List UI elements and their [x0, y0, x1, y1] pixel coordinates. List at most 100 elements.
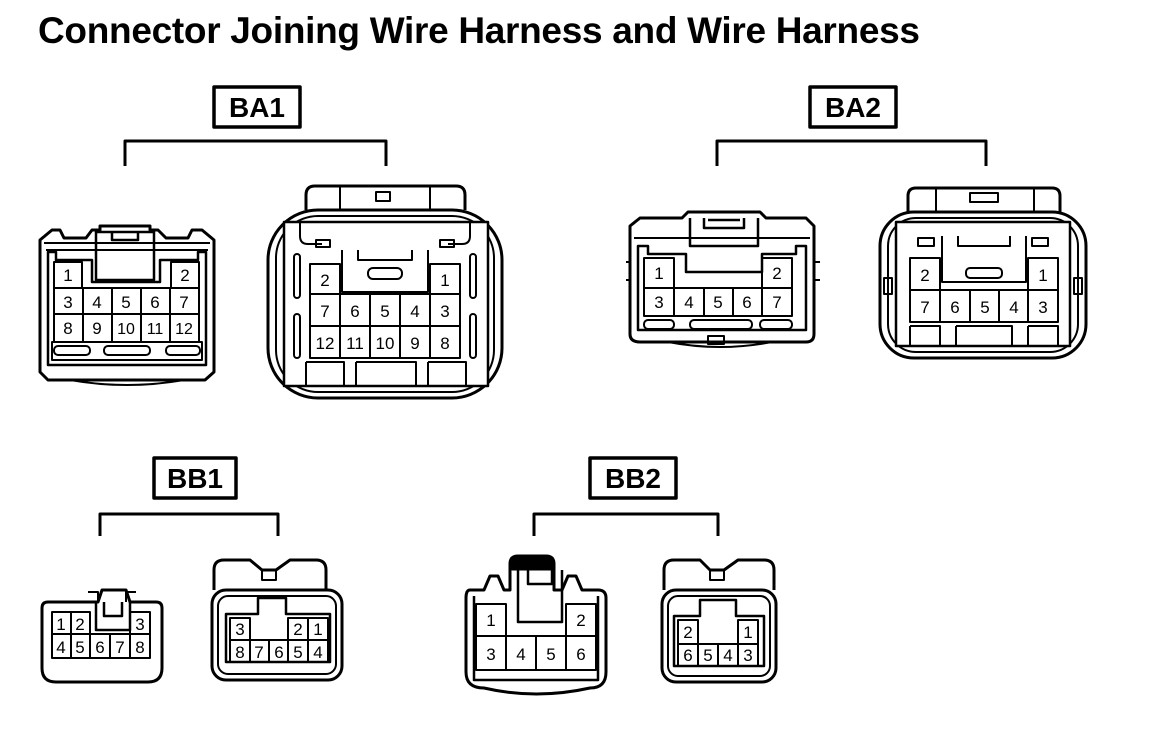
pin: 4 — [516, 645, 525, 664]
pin: 4 — [92, 293, 101, 312]
pin: 2 — [180, 266, 189, 285]
bb2-label: BB2 — [605, 463, 661, 494]
bb1-bracket — [98, 512, 280, 536]
pin: 6 — [95, 638, 104, 657]
pin: 6 — [350, 302, 359, 321]
pin: 4 — [313, 643, 322, 662]
pin: 3 — [63, 293, 72, 312]
pin: 1 — [654, 264, 663, 283]
group-bb2: BB2 1 2 3 4 5 6 2 1 6 — [464, 456, 778, 696]
ba1-left-pins: 1 2 3 4 5 6 7 8 9 10 11 12 — [63, 266, 193, 338]
pin: 6 — [274, 643, 283, 662]
bb1-label: BB1 — [167, 463, 223, 494]
group-ba1: BA1 1 2 3 4 5 6 7 8 9 10 11 12 — [38, 85, 504, 400]
bb1-left-connector — [40, 588, 164, 684]
bb2-left-pins: 1 2 3 4 5 6 — [486, 611, 585, 664]
pin: 9 — [410, 334, 419, 353]
pin: 7 — [772, 293, 781, 312]
pin: 1 — [313, 620, 322, 639]
ba2-left-connector — [626, 210, 820, 348]
pin: 1 — [743, 623, 752, 642]
pin: 3 — [486, 645, 495, 664]
pin: 2 — [772, 264, 781, 283]
pin: 3 — [743, 646, 752, 665]
pin: 10 — [376, 334, 395, 353]
pin: 7 — [179, 293, 188, 312]
pin: 6 — [683, 646, 692, 665]
ba1-bracket — [123, 139, 388, 166]
bb1-left-pins: 1 2 3 4 5 6 7 8 — [56, 615, 144, 657]
ba2-right-connector — [878, 186, 1088, 360]
ba1-label-box — [212, 85, 302, 129]
pin: 5 — [293, 643, 302, 662]
pin: 5 — [546, 645, 555, 664]
pin: 4 — [1009, 298, 1018, 317]
page-title: Connector Joining Wire Harness and Wire … — [38, 10, 920, 51]
ba2-left-pins: 1 2 3 4 5 6 7 — [654, 264, 781, 312]
group-ba2: BA2 1 2 3 4 5 6 7 — [626, 85, 1088, 360]
bb2-label-box — [588, 456, 678, 500]
pin: 1 — [63, 266, 72, 285]
pin: 12 — [175, 321, 193, 338]
ba2-label-box — [808, 85, 898, 129]
pin: 2 — [320, 271, 329, 290]
ba1-label: BA1 — [229, 92, 285, 123]
pin: 11 — [346, 334, 364, 353]
pin: 7 — [115, 638, 124, 657]
pin: 4 — [723, 646, 732, 665]
pin: 6 — [576, 645, 585, 664]
pin: 2 — [683, 623, 692, 642]
pin: 5 — [703, 646, 712, 665]
pin: 3 — [135, 615, 144, 634]
pin: 11 — [147, 321, 164, 338]
group-bb1: BB1 1 2 3 4 5 6 7 8 — [40, 456, 344, 684]
pin: 2 — [576, 611, 585, 630]
pin: 3 — [654, 293, 663, 312]
pin: 8 — [440, 334, 449, 353]
bb1-right-pins: 3 2 1 8 7 6 5 4 — [235, 620, 322, 662]
pin: 1 — [440, 271, 449, 290]
pin: 7 — [920, 298, 929, 317]
pin: 4 — [684, 293, 693, 312]
ba2-right-pins: 2 1 7 6 5 4 3 — [920, 266, 1047, 317]
pin: 6 — [950, 298, 959, 317]
ba1-left-connector — [38, 224, 216, 386]
pin: 1 — [56, 615, 65, 634]
ba2-bracket — [715, 139, 988, 166]
pin: 2 — [293, 620, 302, 639]
pin: 3 — [440, 302, 449, 321]
bb1-right-connector — [210, 558, 344, 682]
pin: 5 — [121, 293, 130, 312]
pin: 8 — [235, 643, 244, 662]
bb2-left-connector — [464, 554, 608, 696]
pin: 12 — [316, 334, 335, 353]
ba1-right-pins: 2 1 7 6 5 4 3 12 11 10 9 8 — [316, 271, 450, 353]
ba1-right-connector — [266, 184, 504, 400]
bb1-label-box — [152, 456, 238, 500]
pin: 3 — [1038, 298, 1047, 317]
pin: 1 — [486, 611, 495, 630]
pin: 8 — [135, 638, 144, 657]
pin: 4 — [410, 302, 419, 321]
pin: 6 — [150, 293, 159, 312]
ba2-label: BA2 — [825, 92, 881, 123]
bb2-right-pins: 2 1 6 5 4 3 — [683, 623, 752, 665]
pin: 9 — [92, 319, 101, 338]
pin: 10 — [117, 321, 135, 338]
pin: 5 — [75, 638, 84, 657]
pin: 1 — [1038, 266, 1047, 285]
pin: 6 — [742, 293, 751, 312]
bb2-right-connector — [660, 558, 778, 684]
pin: 3 — [235, 620, 244, 639]
pin: 5 — [380, 302, 389, 321]
pin: 8 — [63, 319, 72, 338]
pin: 5 — [713, 293, 722, 312]
pin: 7 — [254, 643, 263, 662]
pin: 2 — [920, 266, 929, 285]
pin: 5 — [980, 298, 989, 317]
bb2-bracket — [532, 512, 720, 536]
pin: 7 — [320, 302, 329, 321]
pin: 2 — [75, 615, 84, 634]
pin: 4 — [56, 638, 65, 657]
